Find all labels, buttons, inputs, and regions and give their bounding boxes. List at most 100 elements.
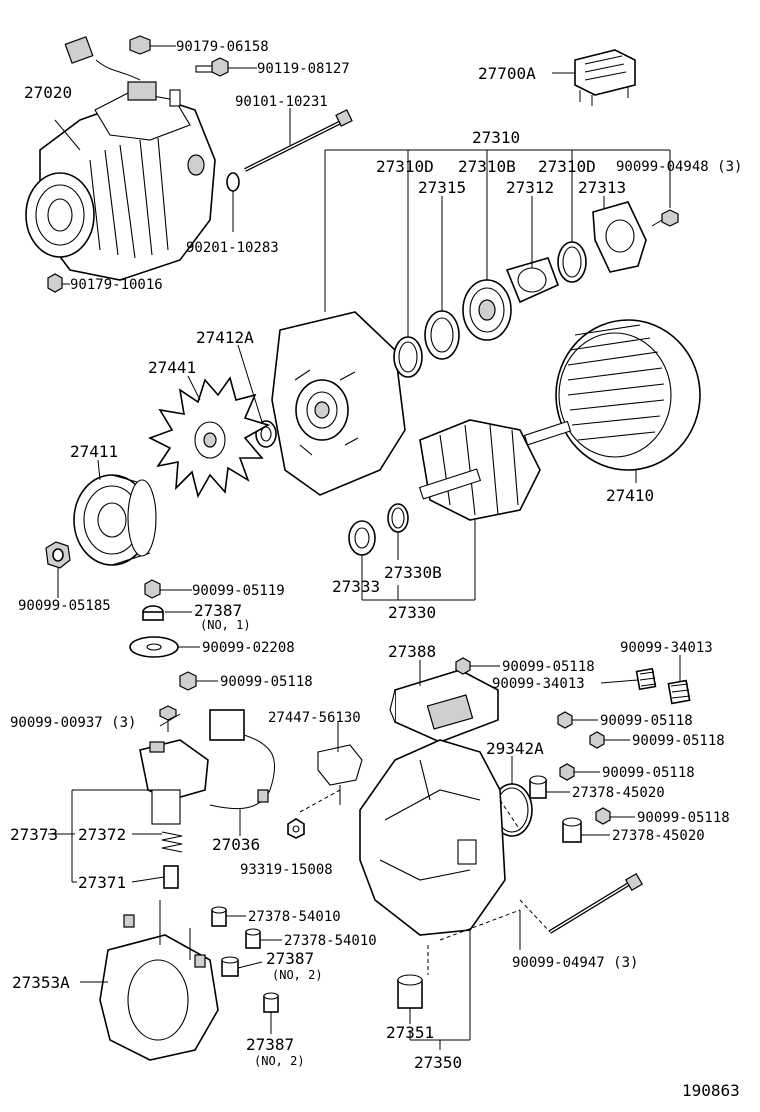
regulator-27700A-drawing [574, 49, 636, 106]
fan-27441-drawing [147, 376, 271, 499]
label-27313: 27313 [578, 178, 626, 197]
label-27387-no2b: 27387 [246, 1035, 294, 1054]
drive-end-frame-drawing [271, 311, 406, 496]
brush-holder-27373-drawing [139, 739, 209, 825]
bush-27378-45020-b-drawing [562, 817, 582, 843]
screw-90099-34013-b-drawing [667, 679, 691, 705]
insulator-27387-no1-drawing [142, 605, 164, 621]
label-27410: 27410 [606, 486, 654, 505]
leader-lines [48, 45, 681, 1050]
label-no2a: (NO, 2) [272, 968, 323, 982]
bush-27378-54010-b-drawing [245, 928, 261, 949]
dashed-alignment-lines [299, 789, 551, 975]
label-190863: 190863 [682, 1081, 740, 1100]
ring-27330B-drawing [387, 503, 409, 533]
label-29342A: 29342A [486, 739, 544, 758]
rectifier-27353A-drawing [99, 900, 219, 1061]
label-27020: 27020 [24, 83, 72, 102]
plate-27312-drawing [505, 257, 560, 304]
bearing-27310B-drawing [462, 279, 512, 341]
label-27387-no2a: 27387 [266, 949, 314, 968]
label-27310B: 27310B [458, 157, 516, 176]
label-no1: (NO, 1) [200, 618, 251, 632]
label-90101-10231: 90101-10231 [235, 94, 328, 110]
bolt-90179-06158-drawing [129, 35, 151, 55]
long-screw-90099-04947-drawing [548, 872, 644, 934]
label-90099-02208: 90099-02208 [202, 640, 295, 656]
insulator-27387-no2b-drawing [263, 992, 279, 1013]
rotor-drawing [418, 419, 572, 521]
rectifier-holder-27388-drawing [389, 669, 499, 743]
label-90119-08127: 90119-08127 [257, 61, 350, 77]
nut-90099-05118-f-drawing [595, 807, 611, 825]
label-27387-no1: 27387 [194, 601, 242, 620]
nut-90099-05118-b-drawing [455, 657, 471, 675]
cover-27315-drawing [424, 310, 460, 360]
pulley-27411-drawing [73, 474, 157, 566]
screw-90099-34013-a-drawing [635, 667, 657, 691]
screw-90099-04948-drawing [651, 209, 679, 227]
nut-90099-05118-e-drawing [559, 763, 575, 781]
screw-90099-00937-drawing [159, 705, 177, 732]
cover-27333-drawing [348, 520, 376, 556]
label-90099-05118-a: 90099-05118 [502, 659, 595, 675]
label-27378-45020-b: 27378-45020 [612, 828, 705, 844]
label-90201-10283: 90201-10283 [186, 240, 279, 256]
nut-90099-05118-c-drawing [557, 711, 573, 729]
rectifier-end-frame-drawing [359, 739, 506, 936]
label-27441: 27441 [148, 358, 196, 377]
label-27372: 27372 [78, 825, 126, 844]
part-number-labels: 90179-06158 90119-08127 27020 90101-1023… [10, 39, 742, 1100]
label-27378-54010-a: 27378-54010 [248, 909, 341, 925]
label-90099-05119: 90099-05119 [192, 583, 285, 599]
label-27310D-b: 27310D [538, 157, 596, 176]
label-27373: 27373 [10, 825, 58, 844]
label-93319-15008: 93319-15008 [240, 862, 333, 878]
retainer-27313-drawing [592, 201, 647, 273]
bolt-90119-08127-drawing [195, 57, 229, 77]
bush-27378-54010-a-drawing [211, 906, 227, 927]
washer-90099-02208-drawing [129, 636, 179, 658]
bush-27378-45020-a-drawing [529, 775, 547, 799]
label-90099-05118-c: 90099-05118 [600, 713, 693, 729]
bush-27351-drawing [397, 974, 423, 1009]
label-27351: 27351 [386, 1023, 434, 1042]
label-27412A: 27412A [196, 328, 254, 347]
label-27378-45020-a: 27378-45020 [572, 785, 665, 801]
long-bolt-90101-10231-drawing [244, 109, 353, 172]
nut-90099-05118-d-drawing [589, 731, 605, 749]
label-27330B: 27330B [384, 563, 442, 582]
stator-27410-drawing [555, 319, 701, 471]
label-90099-05118-b: 90099-05118 [220, 674, 313, 690]
label-90099-34013-b: 90099-34013 [492, 676, 585, 692]
alternator-assembly-drawing [25, 36, 216, 281]
connector-27447-56130-drawing [317, 744, 363, 805]
label-no2b: (NO, 2) [254, 1054, 305, 1068]
label-27447-56130: 27447-56130 [268, 710, 361, 726]
label-27371: 27371 [78, 873, 126, 892]
label-27312: 27312 [506, 178, 554, 197]
label-27353A: 27353A [12, 973, 70, 992]
label-90099-04948: 90099-04948 (3) [616, 159, 742, 175]
nut-90179-10016-drawing [47, 273, 63, 293]
label-27330: 27330 [388, 603, 436, 622]
nut-90099-05119-drawing [144, 579, 161, 599]
nut-90099-05118-left-drawing [179, 671, 197, 691]
label-90099-05185: 90099-05185 [18, 598, 111, 614]
label-27378-54010-b: 27378-54010 [284, 933, 377, 949]
label-27388: 27388 [388, 642, 436, 661]
label-90099-00937: 90099-00937 (3) [10, 715, 136, 731]
label-90099-04947: 90099-04947 (3) [512, 955, 638, 971]
ring-27310D-b-drawing [557, 241, 587, 283]
label-27310D-a: 27310D [376, 157, 434, 176]
washer-90201-10283-drawing [226, 172, 240, 192]
insulator-27387-no2a-drawing [221, 956, 239, 977]
brush-27371-drawing [163, 865, 179, 889]
label-27310: 27310 [472, 128, 520, 147]
label-27036: 27036 [212, 835, 260, 854]
label-90179-06158: 90179-06158 [176, 39, 269, 55]
wire-27036-drawing [209, 709, 276, 810]
label-27350: 27350 [414, 1053, 462, 1072]
nut-90099-05185-drawing [45, 541, 71, 569]
label-27315: 27315 [418, 178, 466, 197]
